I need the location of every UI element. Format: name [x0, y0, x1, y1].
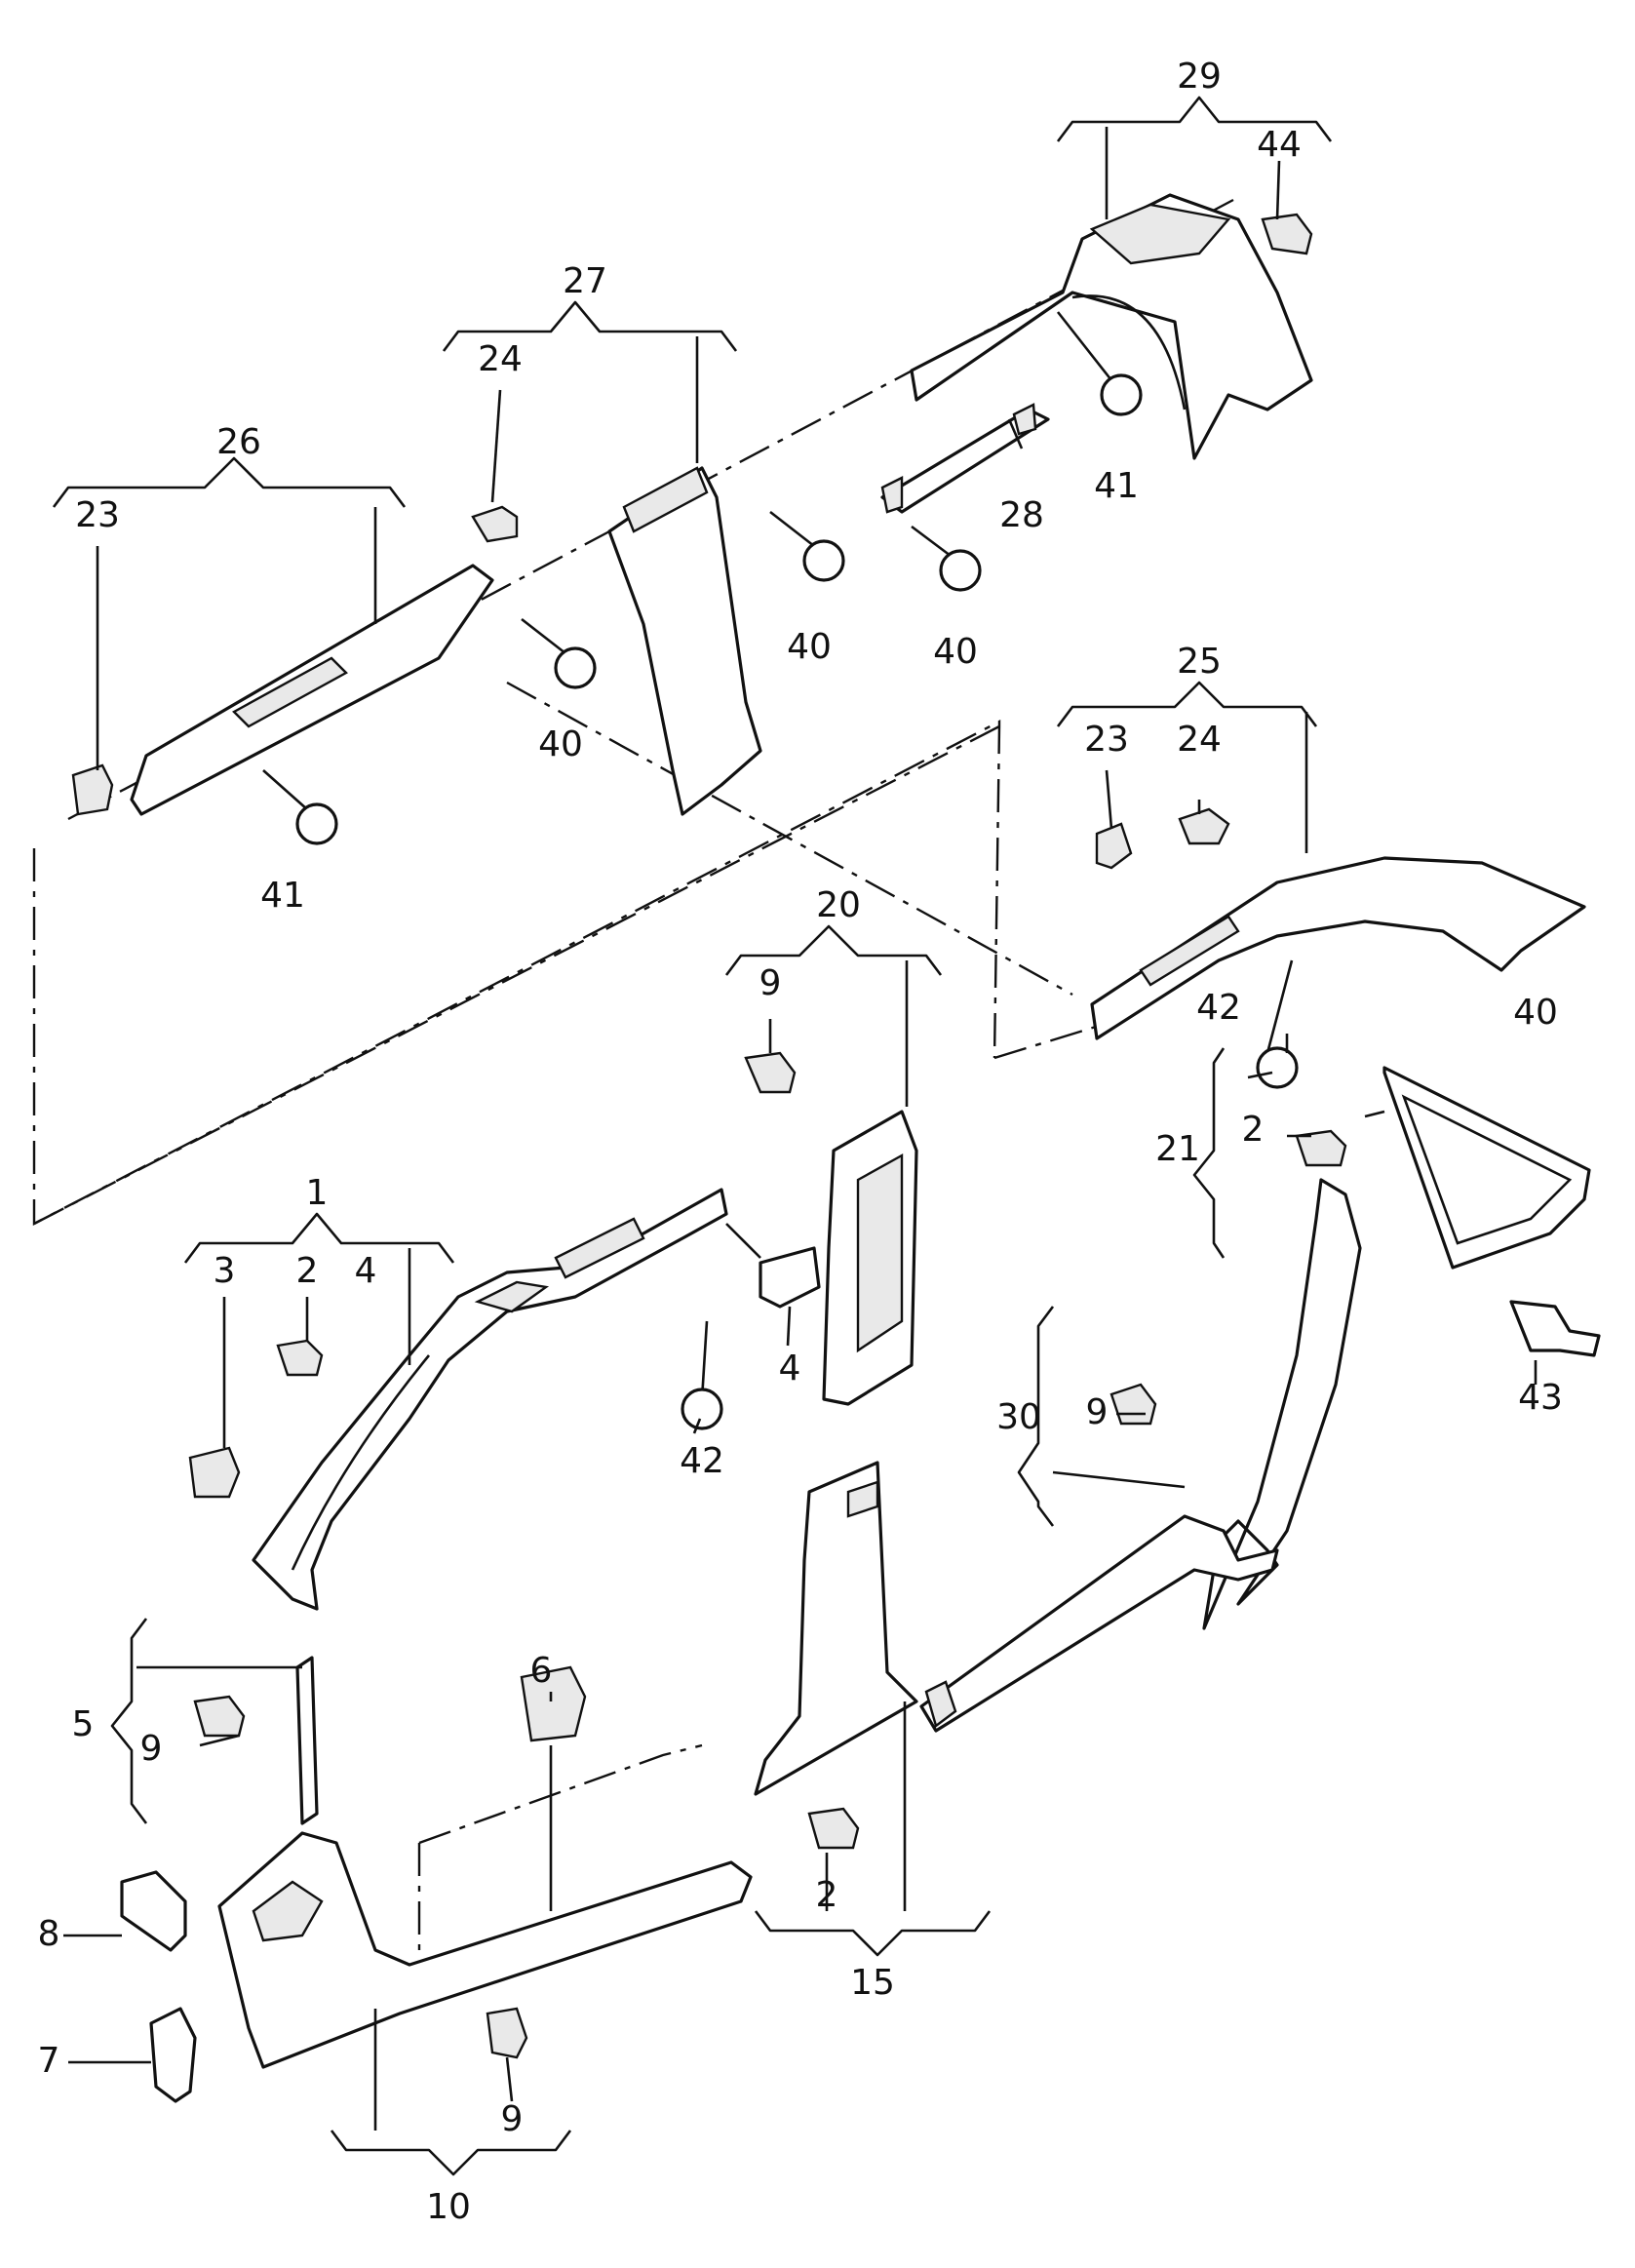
part-24-clip-top [471, 505, 519, 543]
part-4-cap [725, 1223, 821, 1309]
callout-23: 23 [1084, 720, 1129, 760]
callout-24: 24 [1177, 720, 1222, 760]
part-2-clip-right [1295, 1129, 1347, 1167]
callout-20: 20 [816, 885, 861, 925]
callout-8: 8 [38, 1914, 60, 1954]
part-23-clip-right [1095, 822, 1133, 870]
part-8-bracket [120, 1870, 187, 1952]
part-9-clip-left [193, 1695, 246, 1738]
part-25-wheel-arch-trim [1090, 856, 1586, 1040]
leader-lines [63, 127, 1538, 2131]
callout-9: 9 [501, 2099, 524, 2139]
callout-7: 7 [38, 2041, 60, 2081]
part-15-pillar-base [754, 1461, 918, 1796]
callout-4: 4 [355, 1251, 377, 1291]
part-5-seal-strip [295, 1656, 319, 1825]
callout-1: 1 [306, 1173, 329, 1213]
callout-41: 41 [1094, 466, 1139, 506]
callout-2: 2 [816, 1875, 838, 1915]
part-10-sill-trim [217, 1831, 753, 2069]
part-20-pillar-lower [822, 1110, 918, 1406]
part-21-window-trim [1382, 1066, 1591, 1270]
callout-brackets [52, 96, 1333, 2176]
callout-41: 41 [260, 876, 305, 916]
callout-26: 26 [216, 422, 261, 462]
part-9-clip-bottom [486, 2007, 528, 2059]
part-43-rivet [1509, 1300, 1601, 1357]
part-24-clip-right [1178, 807, 1230, 845]
callout-labels: 29 44 27 24 26 23 41 28 40 40 40 41 25 2… [38, 57, 1563, 2227]
assembly-boundary-line [32, 198, 1234, 1960]
part-2-clip-bottom [807, 1807, 860, 1850]
callout-43: 43 [1518, 1378, 1563, 1418]
part-27-pillar-upper [607, 466, 762, 816]
callout-5: 5 [72, 1704, 95, 1744]
callout-6: 6 [530, 1651, 553, 1691]
part-7-fastener [149, 2007, 197, 2103]
callout-42: 42 [1196, 988, 1241, 1028]
callout-44: 44 [1257, 125, 1302, 165]
callout-40: 40 [1513, 993, 1558, 1033]
screw-icon [262, 311, 1567, 1430]
callout-21: 21 [1155, 1129, 1200, 1169]
part-6-clip [520, 1665, 587, 1911]
callout-9: 9 [759, 963, 782, 1003]
callout-40: 40 [538, 724, 583, 764]
part-29-rear-upper-trim [910, 193, 1313, 460]
part-9-clip-upper [744, 1051, 797, 1094]
callout-3: 3 [214, 1251, 236, 1291]
part-44-clip [1261, 213, 1313, 255]
part-9-clip-right [1109, 1383, 1157, 1426]
part-2-clip-left [276, 1339, 324, 1377]
callout-15: 15 [850, 1963, 895, 2003]
part-26-roof-rail-trim [130, 564, 494, 816]
callout-29: 29 [1177, 57, 1222, 97]
part-28-strip [880, 403, 1050, 514]
callout-40: 40 [933, 632, 978, 672]
part-30-c-pillar-trim [919, 1178, 1362, 1733]
callout-23: 23 [75, 495, 120, 535]
callout-30: 30 [996, 1397, 1041, 1437]
part-23-clip-left [71, 763, 114, 816]
callout-2: 2 [1242, 1110, 1265, 1150]
callout-27: 27 [563, 261, 607, 301]
part-3-clip [188, 1446, 241, 1499]
callout-10: 10 [426, 2187, 471, 2227]
part-1-a-pillar-trim [252, 1188, 728, 1611]
callout-9: 9 [140, 1729, 163, 1769]
callout-25: 25 [1177, 642, 1222, 682]
callout-42: 42 [680, 1441, 724, 1481]
callout-40: 40 [787, 627, 832, 667]
callout-2: 2 [296, 1251, 319, 1291]
callout-4: 4 [779, 1349, 801, 1388]
callout-28: 28 [999, 495, 1044, 535]
callout-24: 24 [478, 339, 523, 379]
callout-9: 9 [1086, 1392, 1109, 1432]
